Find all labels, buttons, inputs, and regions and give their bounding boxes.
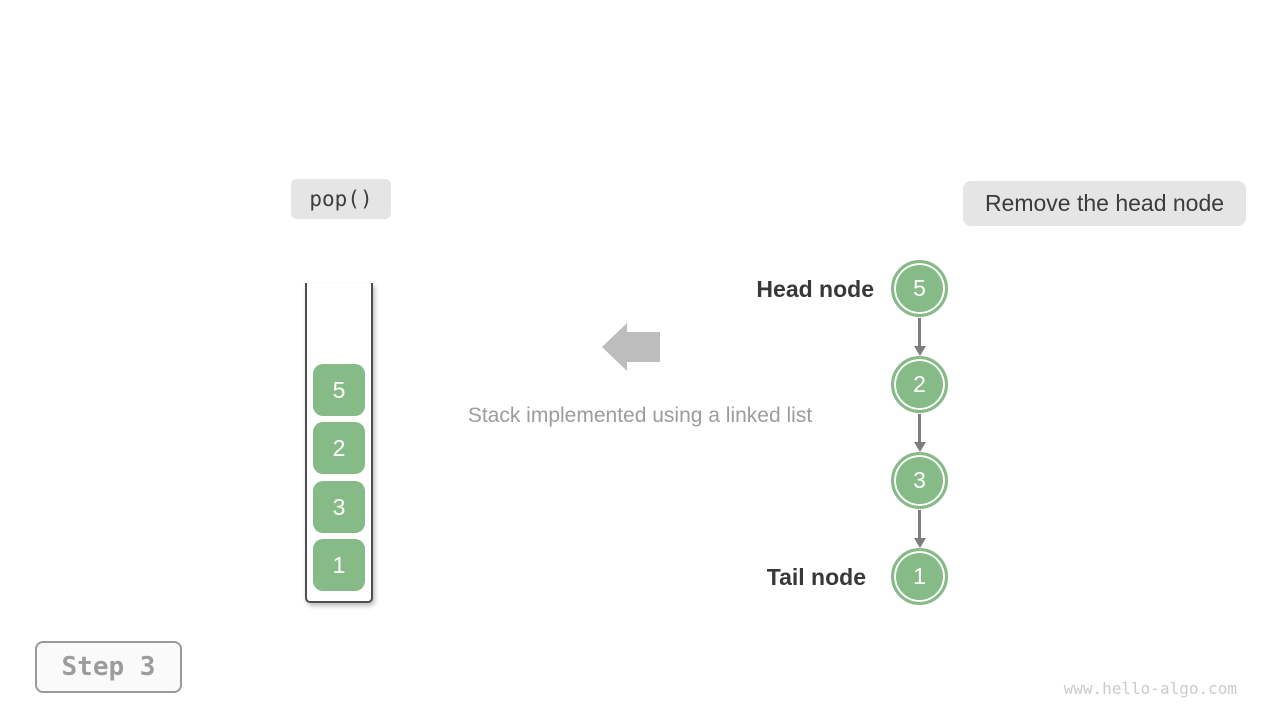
linked-list-node: 1 — [891, 548, 948, 605]
step-indicator: Step 3 — [35, 641, 182, 693]
stack-item: 2 — [313, 422, 365, 474]
arrow-down-icon — [913, 510, 926, 548]
action-description-label: Remove the head node — [963, 181, 1246, 226]
head-node-label: Head node — [756, 276, 874, 302]
stack-item: 1 — [313, 539, 365, 591]
diagram-caption: Stack implemented using a linked list — [467, 404, 813, 427]
arrow-down-icon — [913, 318, 926, 356]
pop-operation-label: pop() — [291, 179, 391, 219]
stack-item: 3 — [313, 481, 365, 533]
watermark: www.hello-algo.com — [1063, 679, 1237, 698]
arrow-down-icon — [913, 414, 926, 452]
left-arrow-icon — [602, 323, 660, 371]
linked-list-node: 5 — [891, 260, 948, 317]
tail-node-label: Tail node — [766, 564, 866, 590]
linked-list-node: 2 — [891, 356, 948, 413]
stack-item: 5 — [313, 364, 365, 416]
stack-container: 5 2 3 1 — [305, 283, 373, 603]
linked-list-node: 3 — [891, 452, 948, 509]
